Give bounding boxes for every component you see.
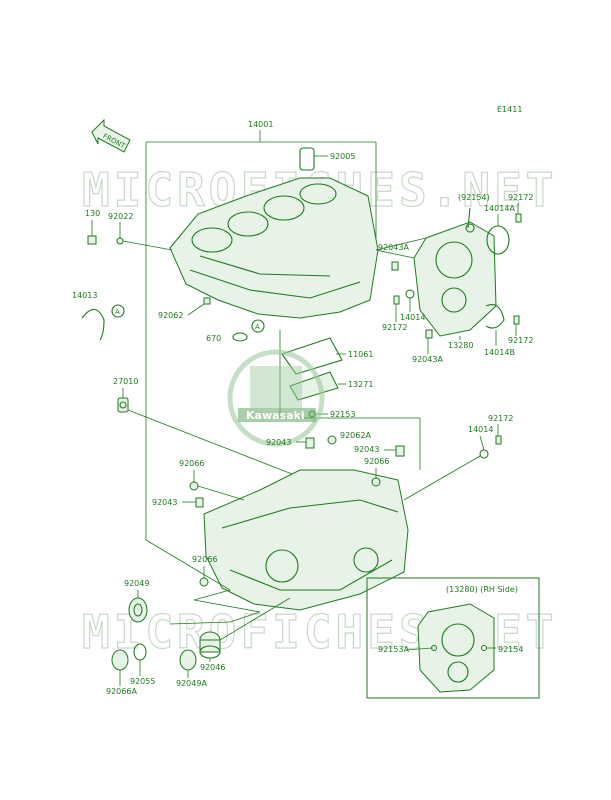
label-92049: 92049	[124, 579, 149, 588]
label-14001: 14001	[248, 120, 273, 129]
label-13280: 13280	[448, 341, 473, 350]
label-92049a: 92049A	[176, 679, 207, 688]
callout-a-left	[111, 304, 125, 318]
bolt-92154	[467, 207, 471, 229]
label-130: 130	[85, 209, 100, 218]
kawasaki-logo: Kawasaki	[227, 349, 325, 447]
pin-92043-a	[305, 437, 315, 449]
bolt-92153a	[431, 645, 437, 651]
oring-14014-a	[405, 289, 415, 299]
upper-crankcase	[169, 147, 379, 319]
oring-92062a	[327, 435, 337, 445]
label-92172-c: 92172	[508, 336, 533, 345]
label-92062: 92062	[158, 311, 183, 320]
pin-92043a-a	[391, 261, 399, 271]
label-92005: 92005	[330, 152, 355, 161]
pin-92062	[203, 297, 211, 305]
callout-a-left-text: A	[115, 308, 120, 316]
label-14014a: 14014A	[484, 204, 515, 213]
plug-92066-b	[371, 477, 381, 487]
gasket-14014b	[485, 304, 505, 329]
label-92154-paren: (92154)	[458, 193, 490, 202]
diagram-id: E1411	[497, 105, 522, 114]
gasket-11061	[281, 337, 343, 375]
pin-92043-b	[395, 445, 405, 457]
label-13271: 13271	[348, 380, 373, 389]
label-92153a: 92153A	[378, 645, 409, 654]
label-92055: 92055	[130, 677, 155, 686]
crankcase-assembly-bracket	[145, 130, 377, 540]
label-27010: 27010	[113, 377, 138, 386]
side-cover-13280	[413, 221, 497, 337]
label-14014-b: 14014	[468, 425, 493, 434]
logo-text: Kawasaki	[246, 409, 305, 422]
bolt-92154	[481, 645, 487, 651]
label-11061: 11061	[348, 350, 373, 359]
oring-670	[232, 332, 248, 342]
label-92153: 92153	[330, 410, 355, 419]
label-14014b: 14014B	[484, 348, 515, 357]
label-92066-c: 92066	[192, 555, 217, 564]
plug-92066a	[111, 649, 129, 671]
callout-a-center	[251, 319, 265, 333]
inset-rh-side: (13280) (RH Side)	[366, 577, 540, 699]
front-arrow-icon: FRONT	[91, 118, 131, 153]
bolt-92172-a	[515, 213, 522, 223]
plug-92066-a	[189, 481, 199, 491]
oring-14014-b	[479, 449, 489, 459]
label-92066-b: 92066	[364, 457, 389, 466]
label-92043a-b: 92043A	[412, 355, 443, 364]
label-92022: 92022	[108, 212, 133, 221]
label-92066-a: 92066	[179, 459, 204, 468]
label-670: 670	[206, 334, 221, 343]
label-92043-b: 92043	[354, 445, 379, 454]
label-92172-b: 92172	[382, 323, 407, 332]
lower-crankcase	[203, 469, 409, 611]
oil-seal-92049a	[179, 649, 197, 671]
plug-92066-c	[199, 577, 209, 587]
label-92172-d: 92172	[488, 414, 513, 423]
label-92043-c: 92043	[152, 498, 177, 507]
bolt-92172-c	[513, 315, 520, 325]
label-14014-a: 14014	[400, 313, 425, 322]
label-92046: 92046	[200, 663, 225, 672]
label-92062a: 92062A	[340, 431, 371, 440]
bolt-130	[87, 235, 124, 245]
bolt-92172-d	[495, 435, 502, 445]
switch-27010	[117, 397, 129, 413]
inset-title: (13280) (RH Side)	[446, 585, 518, 594]
bolt-92172-b	[393, 295, 400, 305]
label-92154: 92154	[498, 645, 523, 654]
oil-seal-92049	[128, 597, 148, 623]
label-92043a-a: 92043A	[378, 243, 409, 252]
label-14013: 14013	[72, 291, 97, 300]
oring-14013	[81, 308, 105, 341]
bearing-92046	[199, 631, 221, 659]
label-92066a: 92066A	[106, 687, 137, 696]
dowel-92005	[299, 147, 315, 171]
label-92172-a: 92172	[508, 193, 533, 202]
pin-92043a-b	[425, 329, 433, 339]
label-92043-a: 92043	[266, 438, 291, 447]
pin-92043-c	[195, 497, 204, 508]
callout-a-center-text: A	[255, 323, 260, 331]
